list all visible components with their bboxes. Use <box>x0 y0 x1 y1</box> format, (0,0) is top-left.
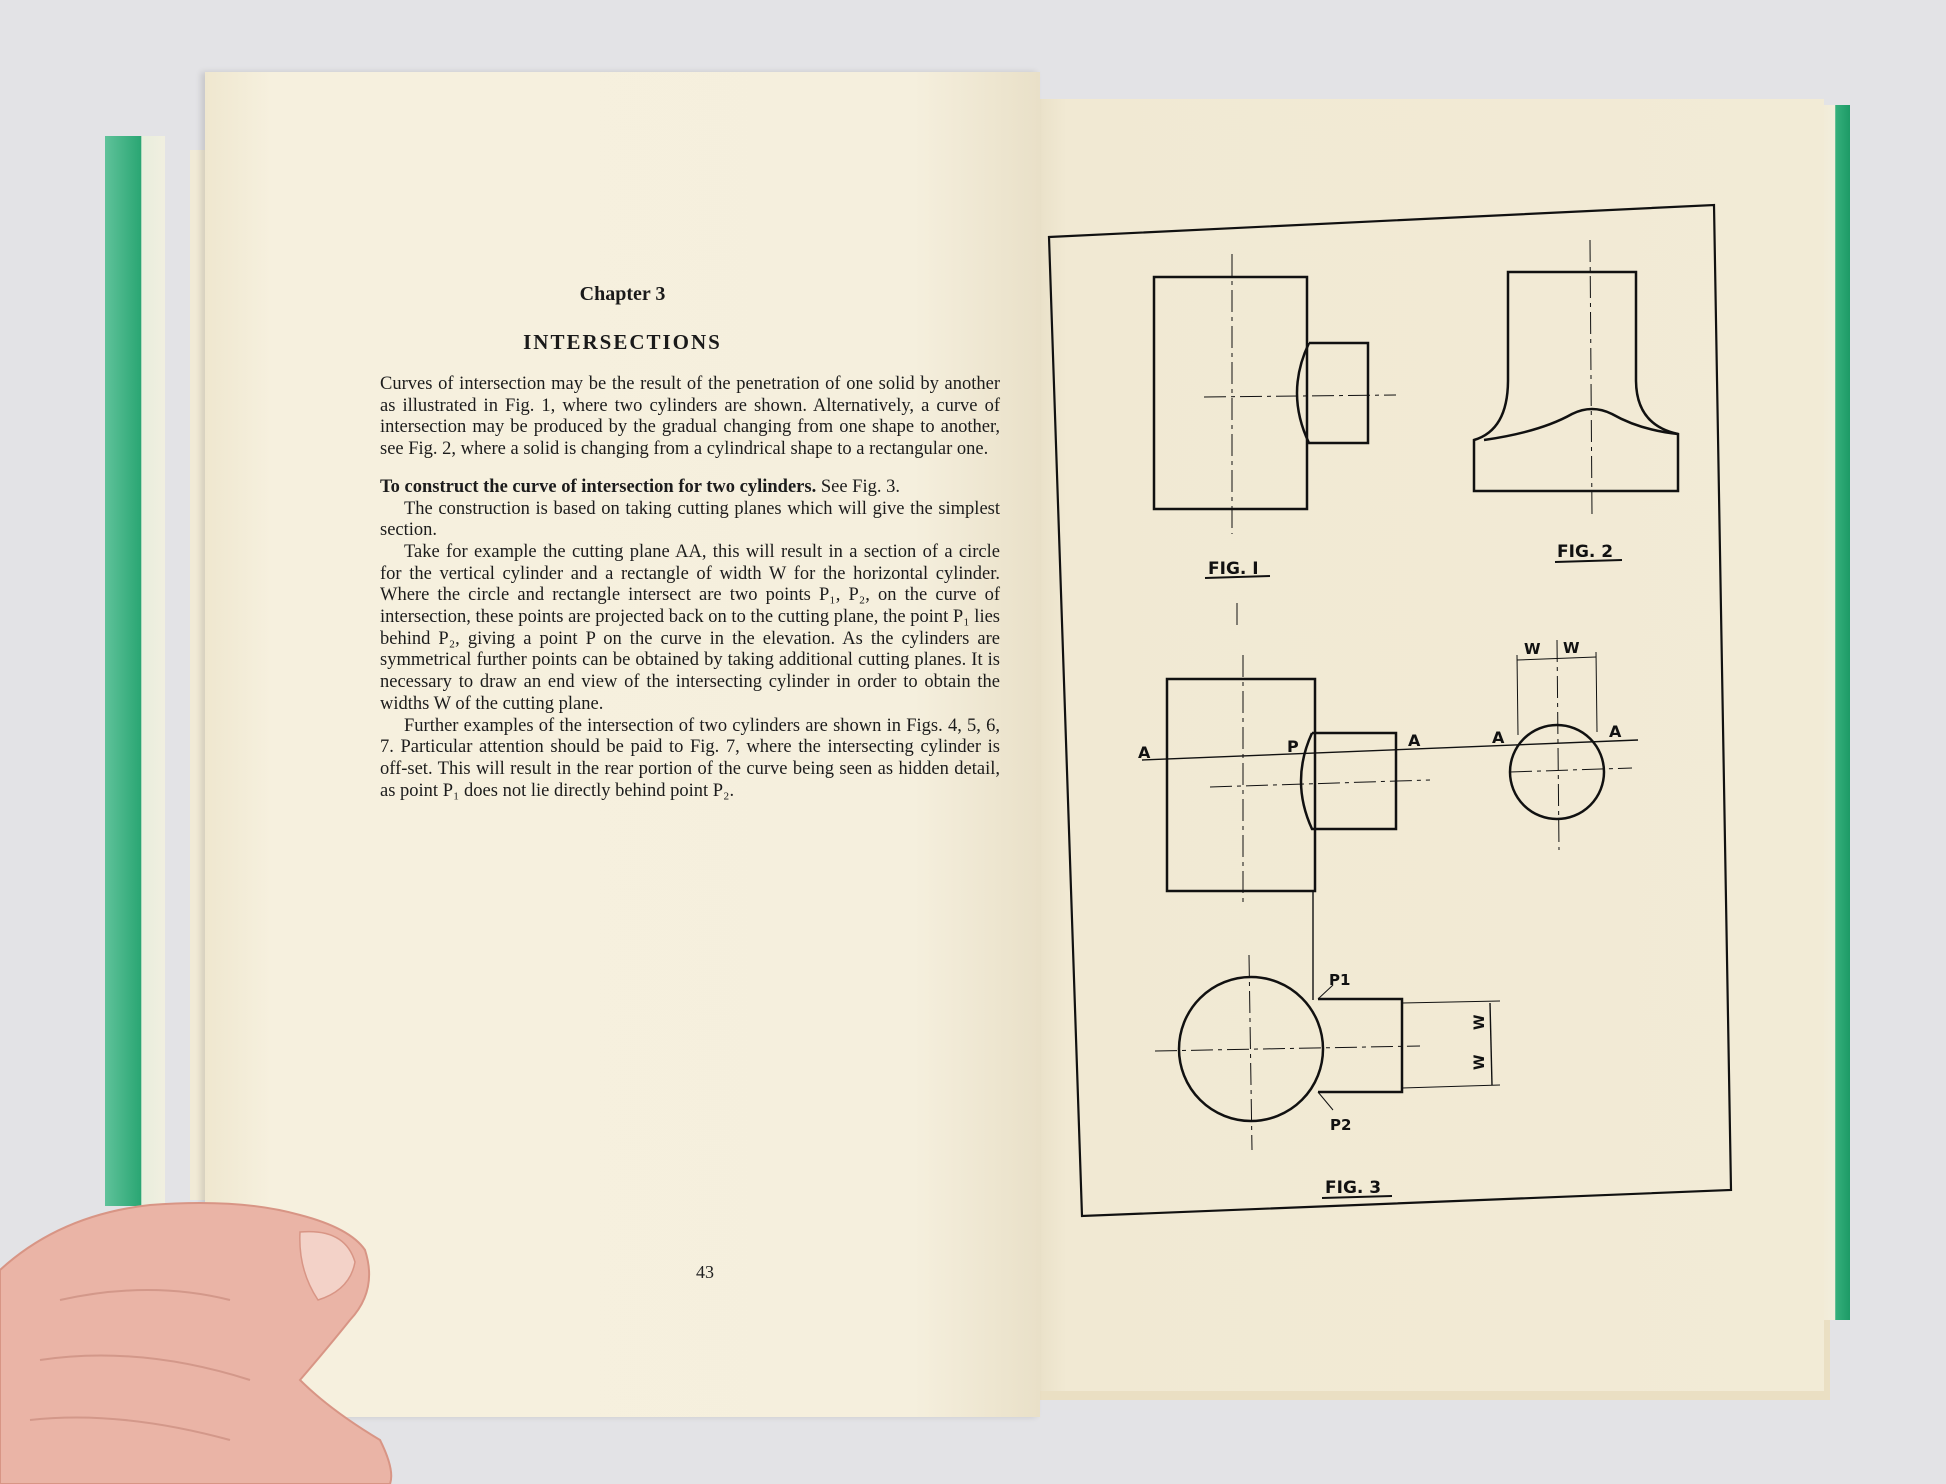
label-a: A <box>1408 731 1421 750</box>
body-text: Curves of intersection may be the result… <box>380 374 1000 802</box>
label-p2: P2 <box>1330 1116 1351 1134</box>
paragraph: Further examples of the intersection of … <box>380 715 1000 801</box>
section-heading: To construct the curve of intersection f… <box>380 477 1000 499</box>
chapter-number: Chapter 3 <box>579 283 666 305</box>
chapter-title: INTERSECTIONS <box>523 330 722 354</box>
fig3-end-view <box>1508 639 1633 851</box>
label-p1: P1 <box>1329 971 1350 989</box>
fig1-label: FIG. I <box>1208 559 1259 579</box>
label-w: W <box>1472 1015 1488 1030</box>
fig3-elevation <box>1141 655 1639 1000</box>
figure-frame <box>1047 203 1733 1218</box>
fig2-label: FIG. 2 <box>1557 542 1613 562</box>
paragraph: The construction is based on taking cutt… <box>380 498 1000 541</box>
heading-ref: See Fig. 3. <box>816 476 900 497</box>
label-a: A <box>1609 722 1622 741</box>
book-cover-left <box>105 136 165 1206</box>
paragraph: Take for example the cutting plane AA, t… <box>380 541 1000 714</box>
label-a: A <box>1492 728 1505 747</box>
page-number: 43 <box>696 1262 714 1282</box>
label-w: W <box>1524 640 1541 658</box>
left-page <box>205 72 1040 1417</box>
heading-text: To construct the curve of intersection f… <box>380 476 817 497</box>
label-p: P <box>1287 737 1299 756</box>
fig1-drawing <box>1152 254 1397 534</box>
fig3-plan <box>1154 954 1501 1151</box>
label-a: A <box>1138 743 1151 762</box>
label-w: W <box>1472 1055 1488 1070</box>
paragraph: Curves of intersection may be the result… <box>380 374 1000 460</box>
fig2-drawing <box>1472 239 1680 516</box>
label-w: W <box>1563 639 1580 657</box>
hand <box>0 1201 393 1484</box>
right-page <box>1018 99 1824 1391</box>
fig3-label: FIG. 3 <box>1325 1178 1381 1198</box>
